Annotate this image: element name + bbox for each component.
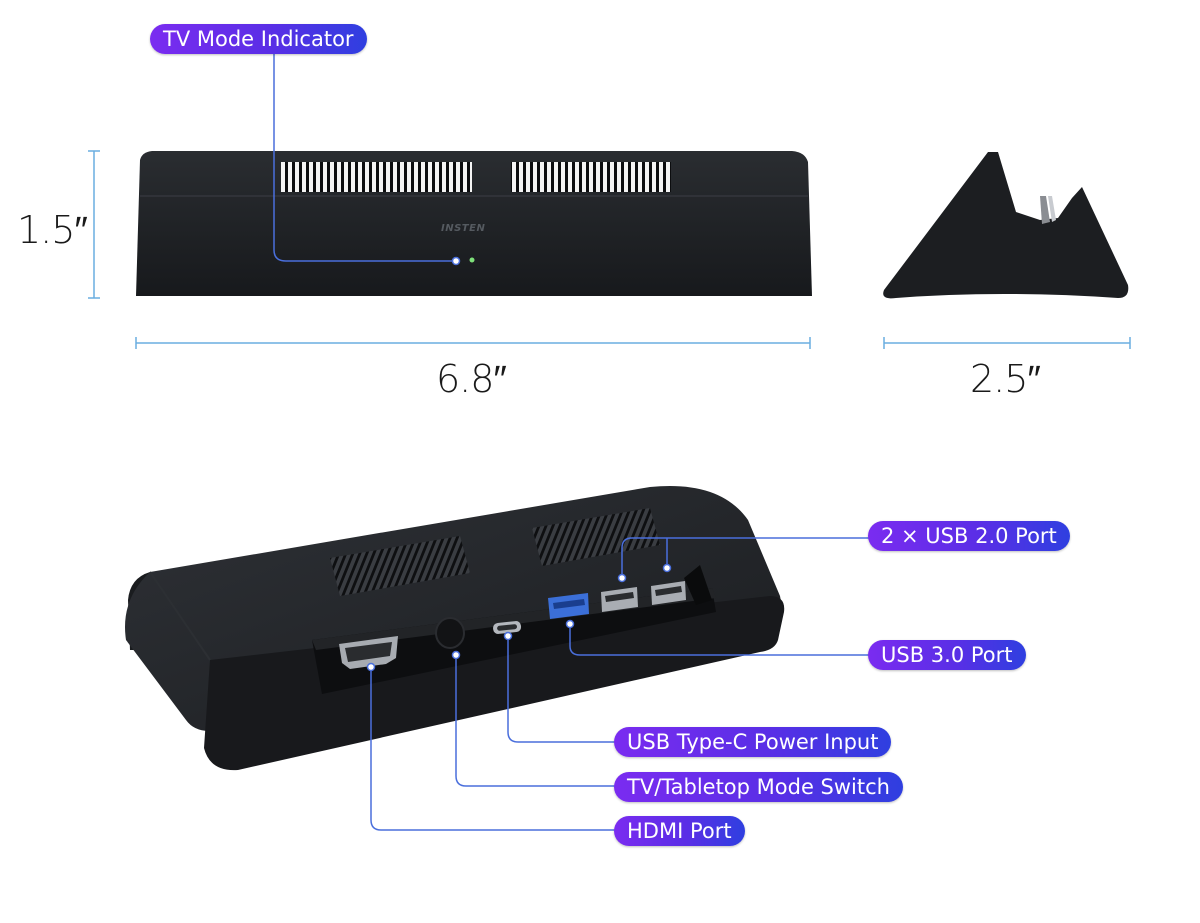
dock-side-view [883, 152, 1129, 299]
vent-right [511, 162, 671, 192]
brand-logo: INSTEN [441, 223, 486, 234]
usb2-port-callout: 2 × USB 2.0 Port [868, 521, 1070, 551]
depth-dimension-label: 2.5″ [970, 357, 1041, 401]
vent-left [281, 162, 472, 192]
dock-angled-view [125, 485, 785, 771]
dock-front-view [136, 151, 812, 296]
width-dimension-label: 6.8″ [436, 357, 507, 401]
hdmi-port-callout: HDMI Port [614, 816, 745, 846]
dimension-lines [88, 150, 1131, 349]
callout-dots [366, 256, 672, 672]
callout-lines [273, 54, 870, 831]
tv-mode-indicator-callout: TV Mode Indicator [150, 24, 367, 54]
vent-angled-left [330, 536, 470, 596]
height-dimension-label: 1.5″ [17, 208, 88, 252]
power-led-icon [469, 257, 475, 263]
mode-switch-callout: TV/Tabletop Mode Switch [614, 772, 903, 802]
mode-switch-button-icon [435, 617, 465, 649]
vent-angled-right [532, 508, 660, 566]
usb-c-power-input-callout: USB Type-C Power Input [614, 727, 892, 757]
usb3-port-callout: USB 3.0 Port [868, 640, 1026, 670]
